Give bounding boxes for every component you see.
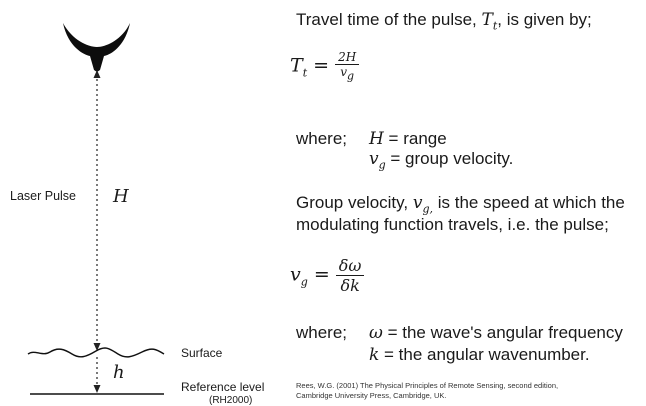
where2-line1: ω = the wave's angular frequency bbox=[369, 323, 623, 343]
where1-label: where; bbox=[296, 129, 348, 148]
group-velocity-line2: modulating function travels, i.e. the pu… bbox=[296, 215, 609, 234]
reference-level-label: Reference level bbox=[181, 380, 265, 394]
reference-citation-line2: Cambridge University Press, Cambridge, U… bbox=[296, 391, 447, 400]
altimetry-diagram bbox=[27, 23, 165, 395]
pulse-arrowhead-down bbox=[93, 343, 101, 351]
satellite-icon bbox=[63, 23, 130, 72]
height-arrowhead-down bbox=[93, 385, 101, 393]
reference-cite: (RH2000) bbox=[209, 395, 253, 406]
fraction: δω δk bbox=[335, 256, 365, 295]
equation-travel-time: Tt = 2H vg bbox=[290, 50, 360, 83]
laser-pulse-label: Laser Pulse bbox=[10, 189, 77, 203]
where1-line2: vg = group velocity. bbox=[369, 149, 514, 172]
intro-line: Travel time of the pulse, Tt, is given b… bbox=[296, 10, 592, 33]
surface-label: Surface bbox=[181, 346, 223, 360]
range-symbol: H bbox=[113, 186, 129, 207]
where2-label: where; bbox=[296, 323, 348, 342]
surface-line bbox=[27, 347, 165, 358]
fraction: 2H vg bbox=[335, 50, 360, 83]
pulse-arrowhead-up bbox=[93, 70, 101, 78]
where1-line1: H = range bbox=[369, 129, 447, 149]
where2-line2: k = the angular wavenumber. bbox=[369, 345, 590, 365]
group-velocity-line1: Group velocity, vg, is the speed at whic… bbox=[296, 193, 625, 216]
height-symbol: h bbox=[113, 362, 125, 383]
reference-citation-line1: Rees, W.G. (2001) The Physical Principle… bbox=[296, 381, 559, 390]
equation-group-velocity: vg = δω δk bbox=[290, 256, 365, 295]
